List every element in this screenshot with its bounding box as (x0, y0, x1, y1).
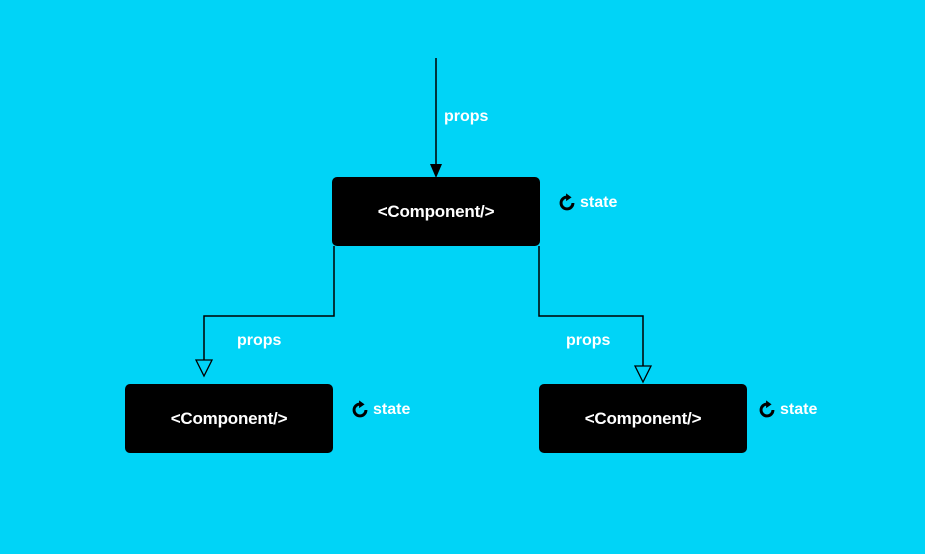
state-badge-left: state (349, 399, 410, 421)
right-props-connector (538, 246, 644, 366)
edge-label-props-right: props (566, 332, 611, 349)
component-node-right-label: <Component/> (584, 408, 702, 428)
state-badge-right: state (756, 399, 817, 421)
edge-label-props-root: props (444, 108, 489, 125)
right-props-arrowhead (633, 365, 653, 384)
state-badge-root: state (556, 192, 617, 214)
state-label-right: state (780, 401, 818, 418)
state-label-root: state (580, 194, 618, 211)
component-node-right[interactable]: <Component/> (539, 384, 747, 453)
component-node-root-label: <Component/> (377, 201, 495, 221)
left-props-connector (203, 246, 335, 360)
edge-label-props-left: props (237, 332, 282, 349)
component-node-left-label: <Component/> (170, 408, 288, 428)
refresh-icon (559, 193, 575, 211)
component-node-left[interactable]: <Component/> (125, 384, 333, 453)
state-label-left: state (373, 401, 411, 418)
component-node-root[interactable]: <Component/> (332, 177, 540, 246)
refresh-icon (352, 400, 368, 418)
refresh-icon (759, 400, 775, 418)
left-props-arrowhead (194, 359, 214, 378)
incoming-props-arrowhead (430, 164, 442, 178)
